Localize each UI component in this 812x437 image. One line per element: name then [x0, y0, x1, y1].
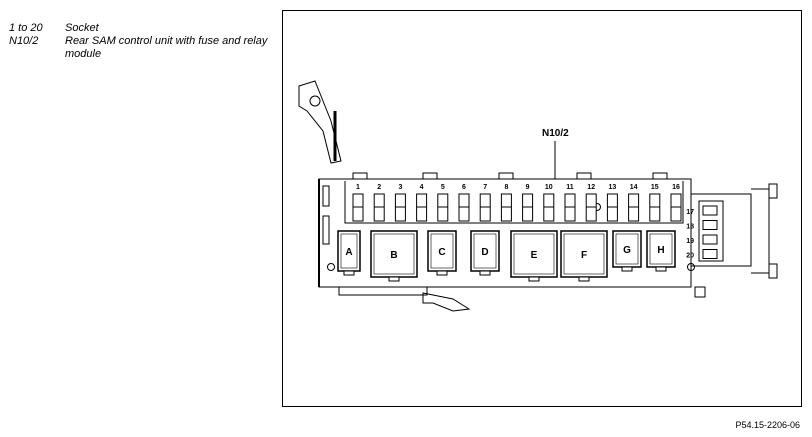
relay-f: [560, 230, 608, 278]
relay-label: E: [531, 250, 538, 261]
relay-g: [612, 230, 642, 268]
fuse-number: 1: [356, 184, 360, 191]
mounting-bracket: [298, 80, 342, 164]
socket: [702, 205, 718, 216]
fuse-number: 7: [483, 184, 487, 191]
relay-label: H: [657, 245, 664, 256]
fuse-number: 5: [441, 184, 445, 191]
relay-label: D: [481, 247, 488, 258]
fuse-number: 10: [545, 184, 553, 191]
relay-d: [470, 230, 500, 272]
relay-row: A B C D E F G H: [337, 230, 676, 282]
socket: [702, 220, 718, 230]
fuse-number: 9: [526, 184, 530, 191]
socket-number: 18: [686, 224, 694, 231]
bracket-hole: [309, 95, 321, 107]
legend-value: Rear SAM control unit with fuse and rela…: [65, 35, 268, 60]
legend-key: N10/2: [9, 35, 39, 47]
relay-label: F: [581, 250, 587, 261]
socket-row: 17 18 19 20: [686, 205, 718, 260]
legend-row: N10/2 Rear SAM control unit with fuse an…: [9, 35, 275, 61]
right-connector: [690, 193, 752, 267]
fuse-number: 4: [420, 184, 424, 191]
relay-label: G: [623, 245, 631, 256]
relay-label: B: [390, 250, 397, 261]
socket-number: 20: [686, 253, 694, 260]
fuse-number: 12: [587, 184, 595, 191]
relay-label: C: [438, 247, 445, 258]
legend-value: Socket: [65, 22, 99, 34]
callout-label: N10/2: [542, 128, 569, 139]
fuse-number: 16: [672, 184, 680, 191]
socket: [702, 234, 718, 245]
figure-code: P54.15-2206-06: [735, 420, 800, 430]
socket-number: 17: [686, 209, 694, 216]
relay-e: [510, 230, 558, 278]
fuse-number: 6: [462, 184, 466, 191]
fuse-number: 14: [630, 184, 638, 191]
legend: 1 to 20 Socket N10/2 Rear SAM control un…: [9, 22, 275, 61]
socket-number: 19: [686, 238, 694, 245]
lower-bracket: [422, 292, 471, 312]
socket: [702, 249, 718, 259]
legend-row: 1 to 20 Socket: [9, 22, 275, 35]
fuse-number: 3: [398, 184, 402, 191]
relay-h: [646, 230, 676, 268]
fuse-number: 8: [504, 184, 508, 191]
fuse-number: 11: [566, 184, 574, 191]
mount-screw: [327, 263, 335, 271]
fuse-number: 15: [651, 184, 659, 191]
relay-b: [370, 230, 418, 278]
legend-key: 1 to 20: [9, 22, 43, 34]
fuse-number: 13: [609, 184, 617, 191]
fuse-number: 2: [377, 184, 381, 191]
relay-label: A: [345, 247, 352, 258]
